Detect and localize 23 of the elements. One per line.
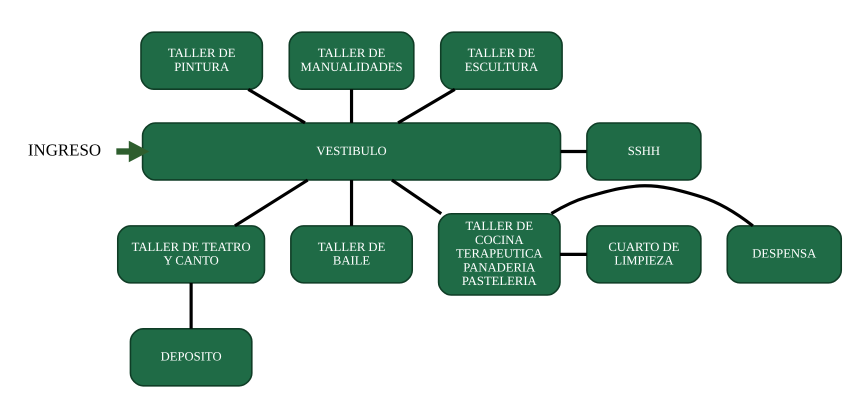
node-box: TALLER DE BAILE: [290, 225, 414, 284]
connector: [391, 178, 442, 216]
node-box: TALLER DE ESCULTURA: [440, 31, 563, 90]
connector: [247, 88, 306, 124]
node-box: SSHH: [586, 122, 702, 181]
node-box: VESTIBULO: [142, 122, 562, 181]
connector: [560, 252, 587, 256]
connector: [190, 282, 193, 329]
node-box: TALLER DE COCINA TERAPEUTICA PANADERIA PASTELERIA: [438, 212, 561, 296]
node-box: DEPOSITO: [130, 328, 253, 387]
connector: [550, 184, 754, 228]
connector: [350, 180, 354, 226]
node-text: INGRESO: [28, 140, 102, 160]
arrow: [116, 140, 150, 162]
node-box: DESPENSA: [726, 225, 842, 284]
connector: [397, 88, 456, 124]
connector: [350, 89, 354, 123]
node-box: TALLER DE MANUALIDADES: [288, 31, 415, 90]
node-box: CUARTO DE LIMPIEZA: [586, 225, 702, 284]
connector: [234, 178, 309, 228]
connector: [560, 150, 587, 154]
node-box: TALLER DE TEATRO Y CANTO: [116, 225, 266, 284]
node-box: TALLER DE PINTURA: [140, 31, 264, 90]
